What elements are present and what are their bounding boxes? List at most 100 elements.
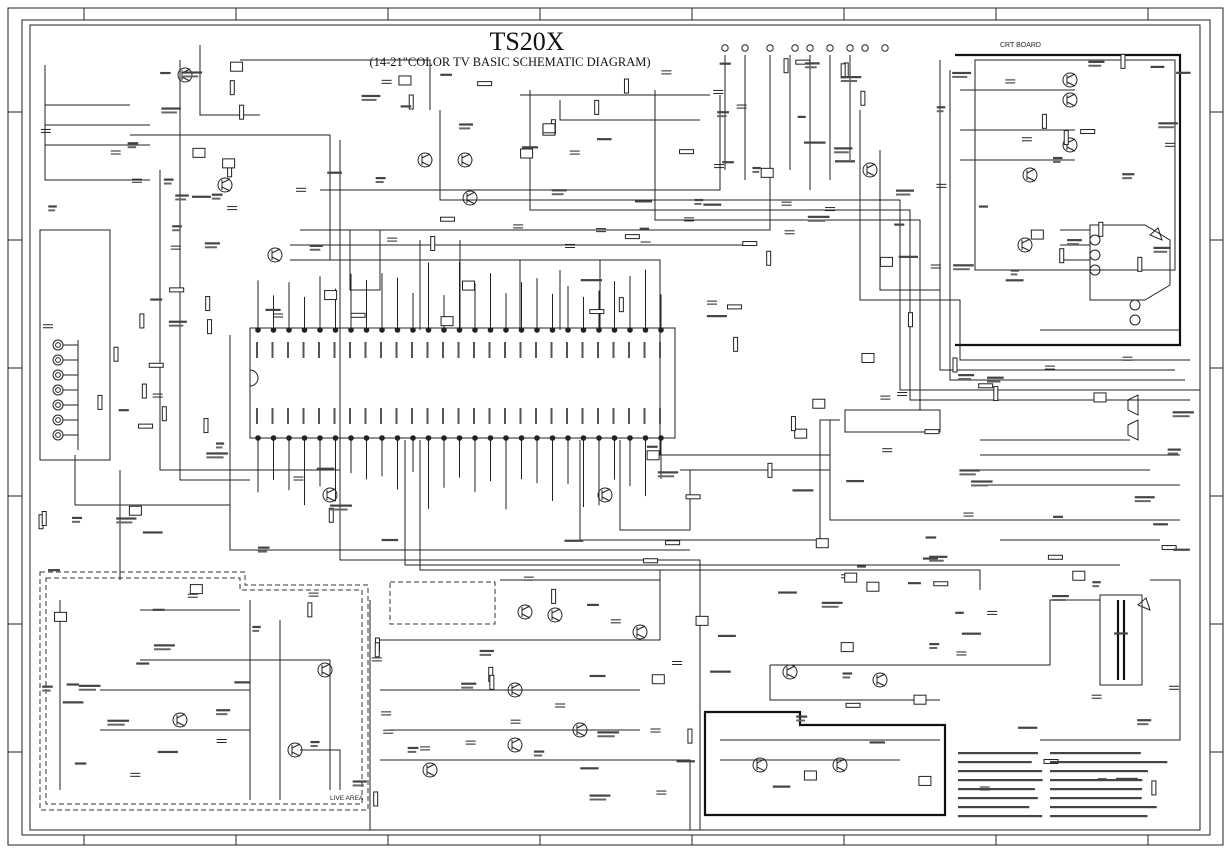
connector-block — [695, 615, 709, 626]
connector-block — [128, 505, 142, 516]
crt-board-label: CRT BOARD — [1000, 42, 1041, 49]
label-glyph — [925, 536, 937, 539]
label-glyph — [929, 555, 948, 558]
resistor-symbol — [978, 383, 994, 389]
label-glyph — [42, 689, 51, 692]
transistor-symbol — [1022, 167, 1038, 183]
label-glyph — [216, 713, 228, 716]
transistor-symbol — [457, 152, 473, 168]
header-pin — [766, 44, 774, 52]
crt-socket-pin — [1089, 249, 1101, 261]
wire — [529, 90, 1190, 401]
label-glyph — [318, 408, 320, 424]
label-glyph — [72, 520, 81, 523]
capacitor-symbol — [1169, 685, 1180, 690]
transistor-symbol — [752, 757, 768, 773]
label-glyph — [521, 146, 539, 149]
capacitor-symbol — [42, 324, 53, 329]
label-glyph — [183, 75, 199, 78]
label-glyph — [659, 408, 661, 424]
label-glyph — [796, 715, 808, 718]
label-glyph — [116, 521, 133, 524]
wire — [380, 570, 661, 641]
capacitor-symbol — [714, 164, 725, 169]
wire — [439, 110, 1200, 391]
label-glyph — [533, 750, 545, 753]
label-glyph — [442, 342, 444, 358]
capacitor-symbol — [707, 300, 718, 305]
sub-board-section — [703, 710, 947, 817]
label-glyph — [958, 374, 975, 377]
connector-block — [803, 770, 817, 781]
label-glyph — [1050, 806, 1157, 809]
circuit-components — [38, 44, 1180, 807]
label-glyph — [1167, 448, 1181, 451]
label-glyph — [153, 648, 171, 651]
resistor-symbol — [726, 304, 742, 310]
header-pin — [791, 44, 799, 52]
capacitor-symbol — [308, 592, 319, 597]
resistor-symbol — [440, 216, 456, 222]
resistor-symbol — [1041, 113, 1047, 129]
label-glyph — [48, 209, 56, 212]
transistor-symbol — [217, 177, 233, 193]
label-glyph — [211, 197, 221, 200]
transistor-symbol — [862, 162, 878, 178]
label-glyph — [834, 147, 853, 150]
connector-block — [1072, 570, 1086, 581]
label-glyph — [581, 342, 584, 358]
label-glyph — [564, 539, 584, 542]
connector-block — [918, 775, 932, 786]
label-glyph — [550, 408, 553, 424]
label-glyph — [1067, 243, 1079, 246]
resistor-symbol — [742, 241, 758, 247]
label-glyph — [1050, 815, 1148, 818]
crt-board-section: CRT BOARD — [955, 42, 1182, 347]
label-glyph — [1067, 239, 1082, 242]
capacitor-symbol — [569, 150, 580, 155]
label-glyph — [400, 105, 412, 108]
label-glyph — [302, 342, 305, 358]
label-glyph — [694, 202, 702, 205]
label-glyph — [395, 408, 398, 424]
resistor-symbol — [430, 235, 436, 251]
label-glyph — [1053, 515, 1064, 518]
wire — [829, 420, 1000, 521]
label-glyph — [1176, 71, 1191, 74]
capacitor-symbol — [880, 395, 891, 400]
capacitor-symbol — [371, 657, 382, 662]
live-area-label: LIVE AREA — [330, 795, 364, 802]
label-glyph — [160, 71, 171, 75]
key-switch — [52, 384, 64, 396]
label-glyph — [78, 684, 101, 687]
diagram-title: TS20X — [489, 27, 564, 56]
label-glyph — [48, 205, 57, 208]
label-glyph — [952, 71, 972, 75]
label-glyph — [1050, 788, 1143, 791]
resistor-symbol — [1063, 130, 1069, 146]
label-glyph — [657, 475, 675, 478]
transistor-symbol — [872, 672, 888, 688]
wire — [769, 665, 940, 701]
label-glyph — [175, 194, 189, 197]
capacitor-symbol — [684, 217, 695, 222]
resistor-symbol — [623, 78, 629, 94]
label-glyph — [78, 688, 97, 691]
capacitor-symbol — [1165, 142, 1176, 147]
label-glyph — [597, 408, 599, 424]
label-glyph — [752, 170, 760, 173]
label-glyph — [840, 80, 858, 83]
resistor-symbol — [589, 309, 605, 315]
label-glyph — [772, 785, 791, 788]
label-glyph — [639, 227, 650, 230]
header-pin — [741, 44, 749, 52]
resistor-symbol — [141, 383, 147, 399]
label-glyph — [597, 735, 615, 738]
label-glyph — [183, 71, 203, 74]
label-glyph — [1050, 770, 1148, 773]
resistor-symbol — [924, 429, 940, 435]
resistor-symbol — [687, 728, 693, 744]
label-glyph — [488, 408, 491, 424]
resistor-symbol — [767, 462, 773, 478]
wire — [320, 95, 721, 191]
